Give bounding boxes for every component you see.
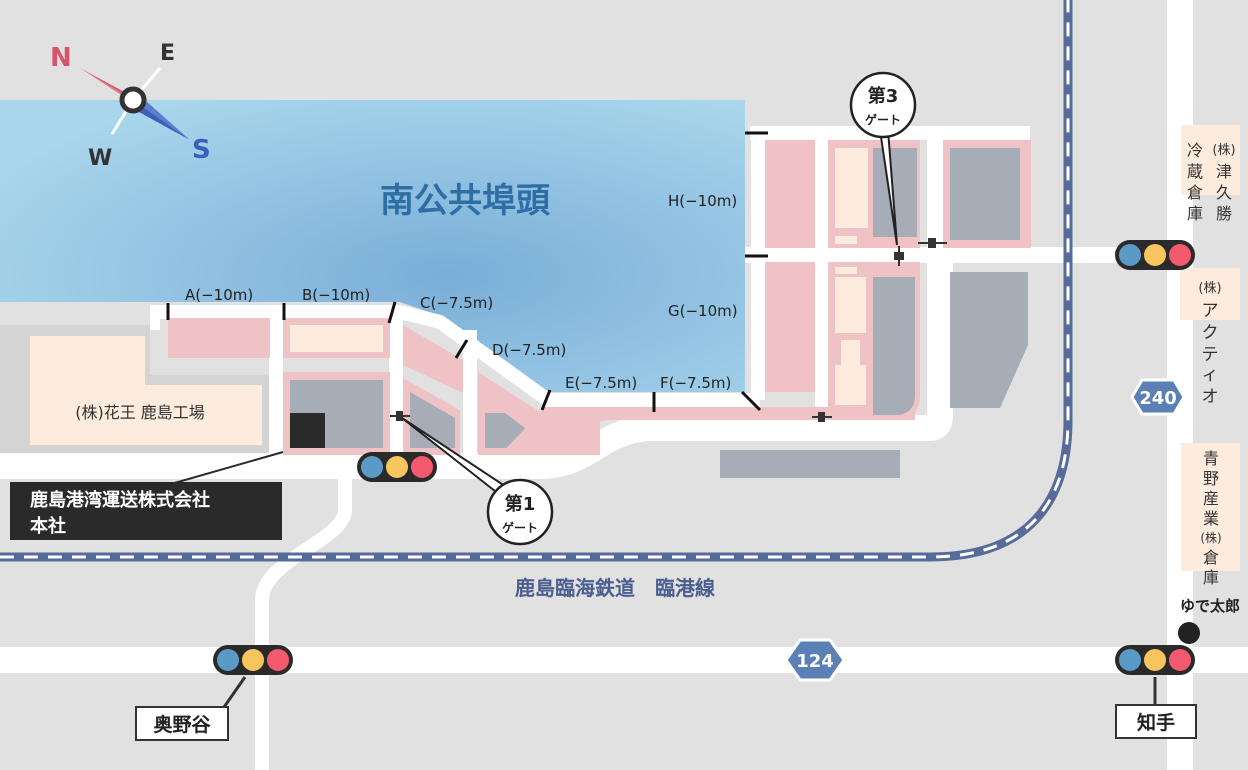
kao-label: (株)花王 鹿島工場: [75, 403, 205, 422]
svg-text:蔵: 蔵: [1187, 162, 1203, 181]
svg-text:青: 青: [1203, 449, 1219, 468]
svg-text:久: 久: [1216, 183, 1232, 202]
berth-markers: [166, 131, 768, 412]
compass-icon: N E S W: [50, 41, 211, 171]
svg-text:知手: 知手: [1137, 711, 1175, 734]
berth-b-label: B(−10m): [302, 286, 370, 304]
svg-text:オ: オ: [1202, 387, 1219, 407]
berth-h-label: H(−10m): [668, 192, 737, 210]
svg-text:勝: 勝: [1216, 204, 1232, 223]
traffic-signal-icon: [357, 452, 437, 482]
svg-text:ア: ア: [1202, 301, 1219, 321]
berth-f-label: F(−7.5m): [660, 374, 731, 392]
aono-label: 青 野 産 業 (株) 倉 庫: [1200, 449, 1221, 587]
traffic-signal-icon: [1115, 645, 1195, 675]
railway-label: 鹿島臨海鉄道 臨港線: [515, 576, 715, 600]
yudetaro-label: ゆで太郎: [1180, 597, 1240, 615]
gate-1-callout: 第1 ゲート: [401, 417, 554, 546]
svg-text:津: 津: [1216, 162, 1232, 181]
hq-callout: [10, 482, 282, 540]
pier-name: 南公共埠頭: [380, 181, 551, 221]
route-240-badge: 240: [1130, 378, 1186, 416]
gate-markers: [390, 238, 947, 422]
pier-blocks: [168, 140, 1031, 478]
hq-building: [290, 413, 325, 448]
svg-text:(株): (株): [1200, 530, 1221, 545]
svg-text:ィ: ィ: [1202, 365, 1219, 385]
intersection-okunoya: 奥野谷: [135, 676, 247, 741]
gate-1-subtitle: ゲート: [502, 520, 538, 535]
hq-label-line1: 鹿島港湾運送株式会社: [30, 489, 210, 511]
svg-text:庫: 庫: [1203, 568, 1219, 587]
svg-text:業: 業: [1203, 509, 1219, 528]
svg-text:産: 産: [1203, 489, 1219, 508]
svg-text:庫: 庫: [1187, 204, 1203, 223]
svg-text:倉: 倉: [1187, 183, 1203, 202]
compass-n: N: [50, 43, 72, 73]
intersection-shitte: 知手: [1115, 677, 1197, 739]
yudetaro-marker: [1178, 622, 1200, 644]
compass-w: W: [88, 146, 112, 171]
compass-s: S: [192, 135, 211, 165]
tsukumasu-label: (株) 津 久 勝 冷 蔵 倉 庫: [1187, 141, 1236, 223]
svg-text:240: 240: [1139, 388, 1177, 409]
berth-d-label: D(−7.5m): [492, 341, 566, 359]
svg-text:124: 124: [796, 651, 834, 672]
traffic-signal-icon: [213, 645, 293, 675]
berth-a-label: A(−10m): [185, 286, 253, 304]
berth-c-label: C(−7.5m): [420, 294, 493, 312]
kao-factory-area: [30, 336, 262, 445]
compass-e: E: [160, 41, 175, 66]
gate-1-title: 第1: [505, 493, 536, 515]
svg-text:倉: 倉: [1203, 548, 1219, 567]
svg-text:(株): (株): [1212, 143, 1235, 158]
svg-text:ク: ク: [1202, 323, 1219, 343]
harbor-water: [0, 100, 745, 392]
berth-g-label: G(−10m): [668, 302, 738, 320]
svg-text:奥野谷: 奥野谷: [153, 713, 211, 736]
hq-label-line2: 本社: [30, 515, 66, 537]
svg-text:冷: 冷: [1187, 141, 1203, 160]
traffic-signal-icon: [1115, 240, 1195, 270]
svg-text:野: 野: [1203, 469, 1219, 488]
gate-3-title: 第3: [868, 85, 899, 107]
gate-3-callout: 第3 ゲート: [849, 71, 917, 246]
route-124-badge: 124: [784, 638, 846, 682]
svg-text:テ: テ: [1202, 345, 1219, 365]
svg-text:(株): (株): [1198, 281, 1221, 296]
actio-label: (株) ア ク テ ィ オ: [1198, 281, 1221, 407]
railway-line: [0, 0, 1073, 562]
berth-e-label: E(−7.5m): [565, 374, 637, 392]
gate-3-subtitle: ゲート: [865, 112, 901, 127]
